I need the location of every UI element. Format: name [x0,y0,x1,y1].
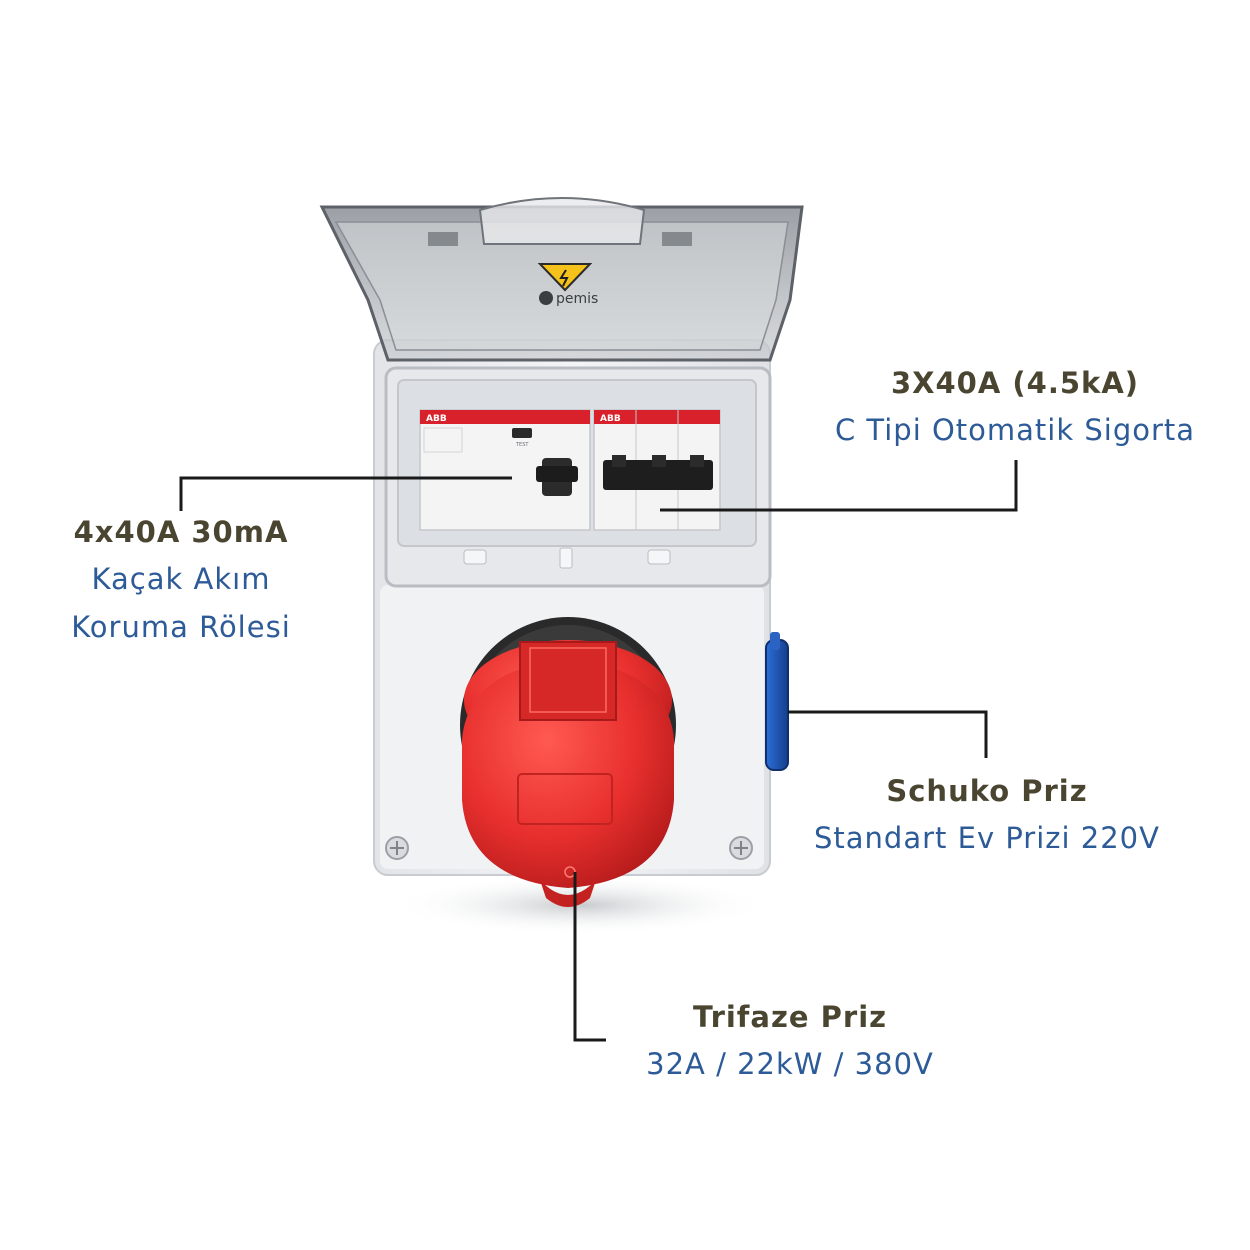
callout-rcd-sub-line2: Koruma Rölesi [71,610,291,644]
callout-trifaze-sub: 32A / 22kW / 380V [646,1047,934,1081]
callout-schuko: Schuko Priz Standart Ev Prizi 220V [780,768,1194,862]
callout-schuko-title: Schuko Priz [886,774,1088,808]
screw-icon [729,836,753,860]
callout-mcb-sub: C Tipi Otomatik Sigorta [834,413,1196,447]
trifaze-socket [460,617,676,907]
warning-icon [537,263,593,292]
callout-mcb: 3X40A (4.5kA) C Tipi Otomatik Sigorta [800,360,1230,454]
brand-logo-text: pemis [556,291,598,307]
schuko-socket [765,632,789,771]
callout-line-mcb [660,460,1018,512]
callout-rcd-title: 4x40A 30mA [73,515,289,549]
callout-trifaze-title: Trifaze Priz [692,1000,888,1034]
callout-trifaze: Trifaze Priz 32A / 22kW / 380V [610,994,970,1088]
callout-rcd: 4x40A 30mA Kaçak Akım Koruma Rölesi [40,509,322,651]
callout-line-trifaze [573,872,606,1042]
floor-shadow [390,875,770,935]
callout-line-schuko [788,710,988,758]
mcb-breaker: ABB [593,409,721,531]
callout-mcb-title: 3X40A (4.5kA) [890,366,1140,400]
callout-lines [179,460,1018,1042]
callout-schuko-sub: Standart Ev Prizi 220V [814,821,1160,855]
rcd-breaker: ABB TEST [419,409,591,531]
screw-icon [385,836,409,860]
transparent-lid: pemis [319,197,804,362]
mcb-brand-label: ABB [600,414,621,424]
callout-rcd-sub-line1: Kaçak Akım [91,562,271,596]
rcd-test-label: TEST [515,442,529,448]
brand-logo: pemis [539,291,598,307]
callout-line-rcd [179,476,512,511]
rcd-brand-label: ABB [426,414,447,424]
